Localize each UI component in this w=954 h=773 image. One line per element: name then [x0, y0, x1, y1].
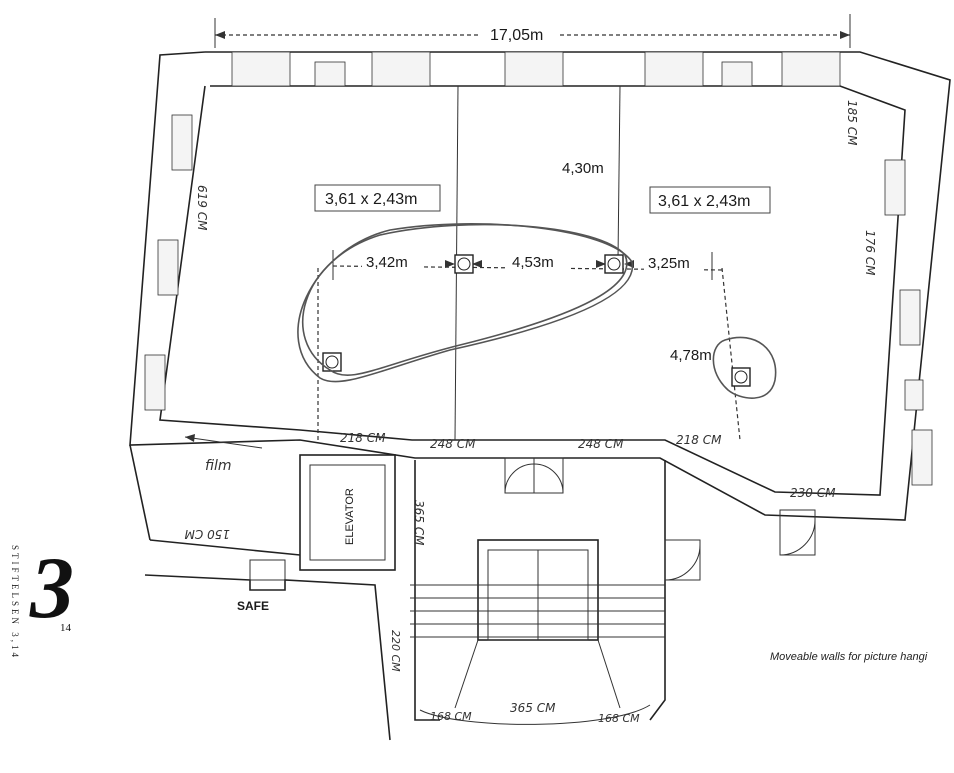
outer-walls	[129, 51, 951, 556]
safe-label: SAFE	[237, 599, 269, 613]
elevator-label: ELEVATOR	[344, 488, 356, 545]
brand-sub: 14	[60, 622, 71, 634]
hand-right-mid: 176 CM	[863, 230, 877, 276]
stair-hall	[410, 457, 816, 725]
hand-bottom-1: 218 CM	[340, 431, 386, 445]
hand-bottom-right: 230 CM	[790, 486, 836, 500]
room-dividers	[317, 85, 741, 441]
hand-bottom-2: 248 CM	[430, 437, 476, 451]
diag-right-label: 4,78m	[670, 347, 712, 364]
elevator	[299, 454, 396, 571]
left-windows	[144, 114, 193, 411]
brand-numeral: 3	[30, 540, 74, 637]
span-mid-bg	[508, 251, 568, 271]
height-center-label: 4,30m	[562, 160, 604, 177]
top-width-label: 17,05m	[490, 27, 543, 44]
hand-right-top: 185 CM	[845, 100, 859, 146]
wall-label-right: 3,61 x 2,43m	[658, 193, 751, 210]
hand-stair-bl: 168 CM	[430, 710, 472, 723]
span-left-bg	[362, 251, 422, 271]
hand-left-wall: 619 CM	[195, 185, 209, 231]
pillars	[322, 254, 751, 387]
pencil-loop-small	[712, 336, 777, 399]
span-right-label: 3,25m	[648, 255, 690, 272]
brand-vertical-text: STIFTELSEN 3,14	[10, 545, 20, 661]
hand-stair-bottom: 365 CM	[510, 701, 556, 715]
right-windows	[884, 159, 933, 486]
pencil-loop-main-2	[297, 223, 634, 383]
left-room	[184, 434, 263, 449]
hand-stair-side: 365 CM	[412, 500, 426, 546]
hand-bottom-3: 248 CM	[578, 437, 624, 451]
wall-box-left	[314, 184, 441, 212]
hand-stair-left: 220 CM	[389, 630, 402, 672]
top-dimension	[214, 14, 851, 48]
wall-label-left: 3,61 x 2,43m	[325, 191, 418, 208]
span-left-label: 3,42m	[366, 254, 408, 271]
hand-stair-br: 168 CM	[598, 712, 640, 725]
hand-left-room: 150 CM	[184, 527, 230, 541]
span-right-bg	[644, 252, 704, 272]
caption: Moveable walls for picture hangi	[770, 651, 928, 663]
hand-bottom-4: 218 CM	[676, 433, 722, 447]
span-mid-label: 4,53m	[512, 254, 554, 271]
hand-film: film	[205, 458, 232, 474]
wall-box-right	[649, 186, 771, 214]
safe	[144, 559, 391, 741]
top-windows	[231, 51, 841, 87]
